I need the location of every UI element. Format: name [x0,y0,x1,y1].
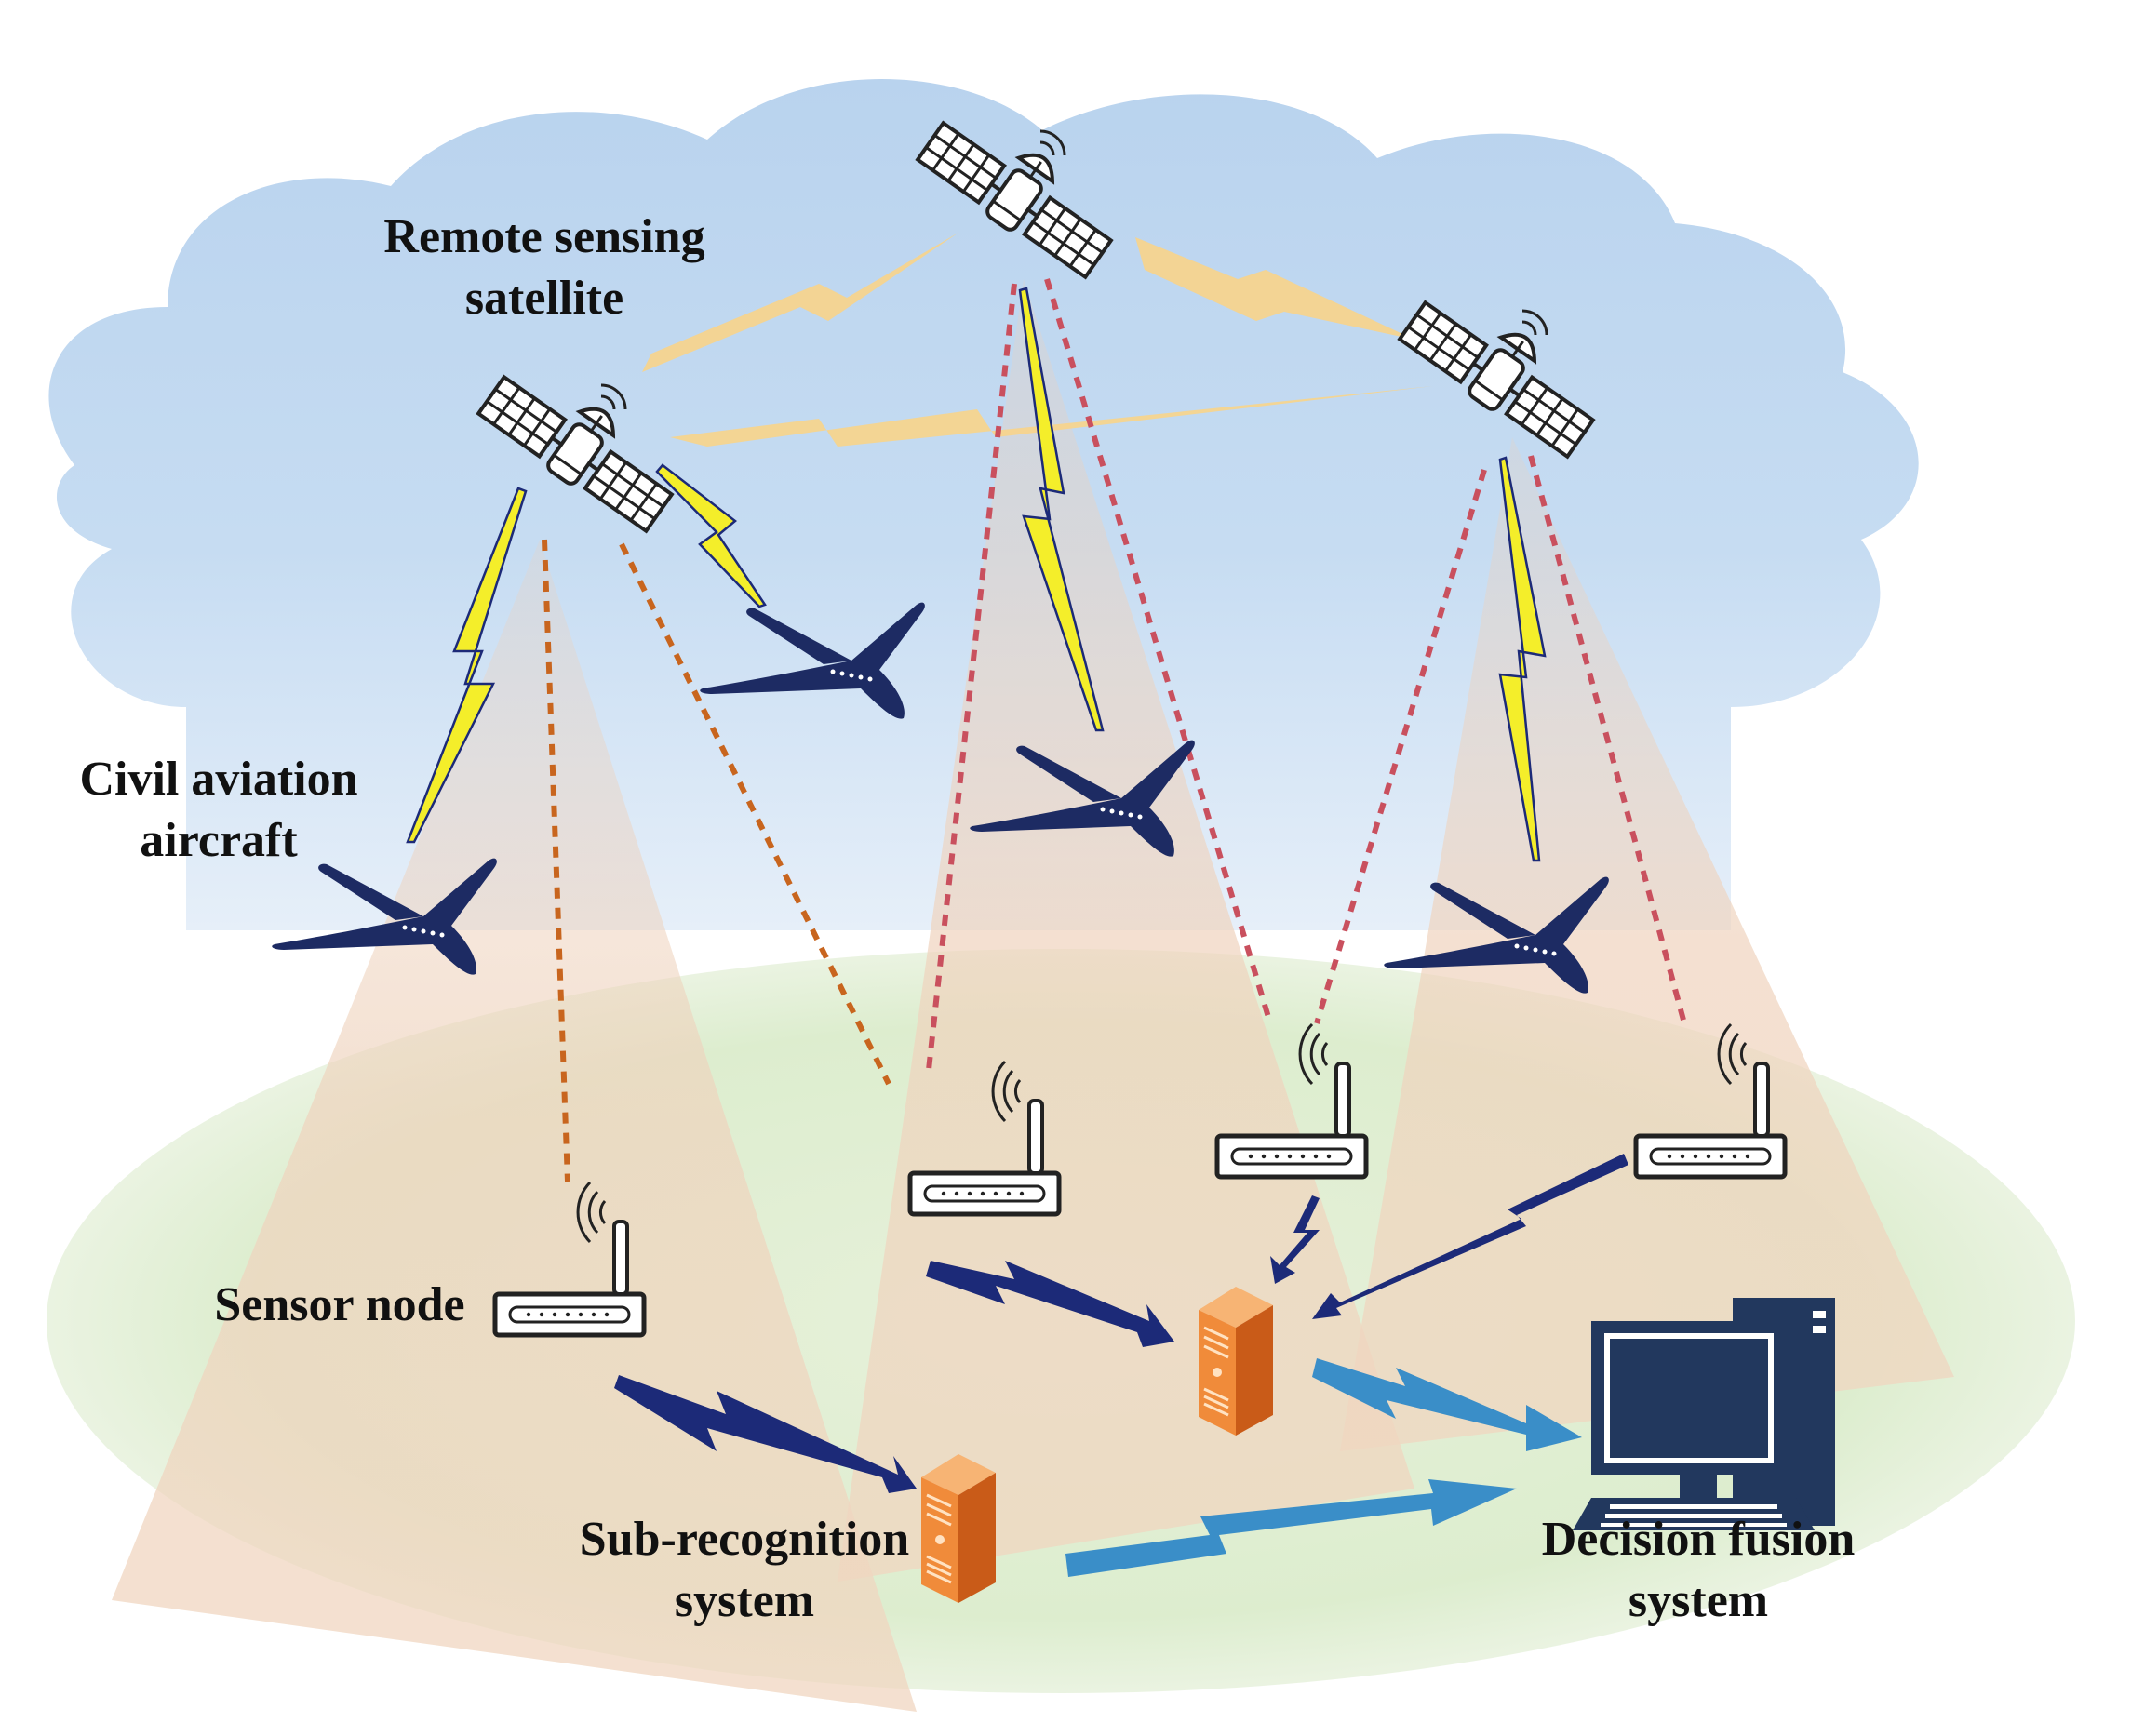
sensing-link [542,539,570,1182]
sensor-label: Sensor node [186,1275,493,1336]
sensing-link [1314,469,1487,1024]
aircraft-label-line2: aircraft [140,814,298,867]
sensing-link [619,542,891,1086]
sensing-link [1528,455,1687,1024]
fusion-label-line2: system [1628,1574,1769,1627]
aircraft-link-group [406,287,1547,862]
aircraft-link-bolt [406,487,528,844]
server-tower-icon [1197,1285,1275,1437]
uplink-bolt [1270,1195,1320,1284]
aircraft-label-line1: Civil aviation [79,753,358,806]
satellite-label-line2: satellite [464,272,624,325]
aircraft-link-bolt [1498,456,1547,862]
uplink-bolt [614,1375,917,1493]
fusion-link-bolt [1066,1479,1517,1577]
subrec-label-line1: Sub-recognition [579,1513,910,1566]
crosslink-bolt [670,386,1433,447]
satellite-label-line1: Remote sensing [383,210,705,263]
sensing-link [926,283,1017,1071]
fusion-label-line1: Decision fusion [1541,1513,1856,1566]
sensing-beam [1340,437,1954,1451]
desktop-computer-icon [1573,1298,1835,1530]
uplink-group [614,1154,1628,1493]
satellite-label: Remote sensing satellite [358,207,730,329]
aircraft-link-bolt [655,463,767,608]
uplink-bolt [926,1261,1174,1347]
crosslink-bolt [642,233,958,372]
aircraft-label: Civil aviation aircraft [51,749,386,872]
crosslink-bolt [1135,237,1414,340]
aircraft-link-bolt [1018,287,1105,732]
fusion-link-bolt [1312,1358,1582,1451]
sensing-link [1044,278,1273,1024]
sensing-link-group [542,278,1687,1182]
sensor-label-line1: Sensor node [214,1278,465,1331]
fusion-label: Decision fusion system [1512,1509,1884,1632]
subrec-label: Sub-recognition system [558,1509,931,1632]
server-tower-icon [919,1452,998,1605]
fusion-link-group [1066,1358,1582,1577]
uplink-bolt [1312,1154,1628,1319]
subrec-label-line2: system [674,1574,815,1627]
